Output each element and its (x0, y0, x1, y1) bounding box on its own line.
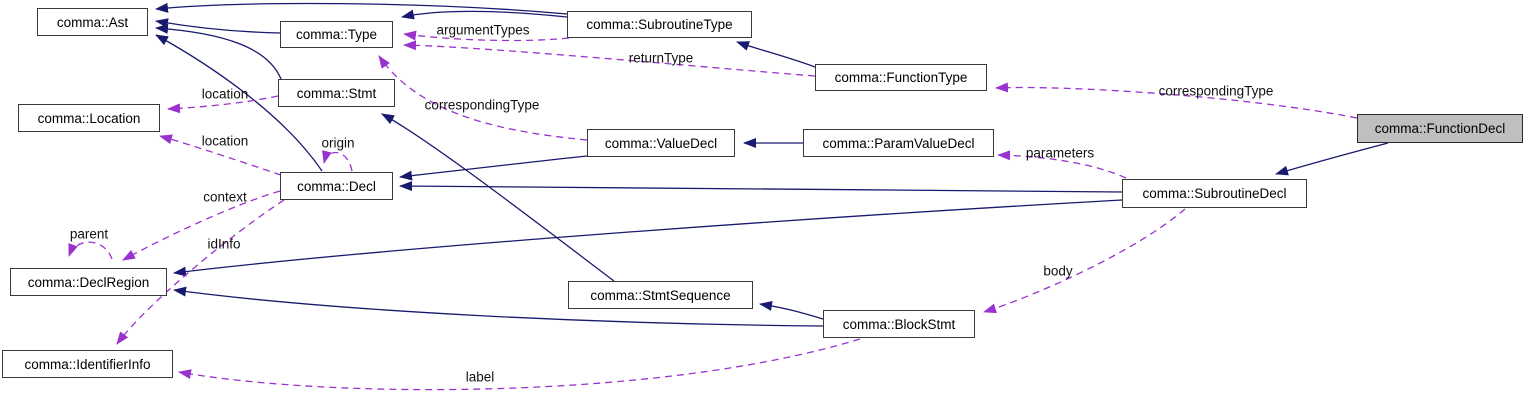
edge-subroutinetype-type (401, 9, 568, 20)
node-comma-ast[interactable]: comma::Ast (37, 8, 148, 36)
node-comma-paramvaluedecl[interactable]: comma::ParamValueDecl (803, 129, 994, 157)
edge-functiontype-subroutinetype (736, 41, 816, 68)
edge-label-correspondingtype-left: correspondingType (424, 97, 540, 113)
node-comma-subroutinetype[interactable]: comma::SubroutineType (567, 11, 752, 38)
edge-subroutinedecl-declregion (173, 199, 1123, 277)
node-comma-subroutinedecl[interactable]: comma::SubroutineDecl (1122, 179, 1307, 208)
edge-decl-context (122, 190, 281, 261)
edge-label-correspondingtype-right: correspondingType (1158, 83, 1274, 99)
edge-label-context: context (203, 189, 247, 205)
node-comma-declregion[interactable]: comma::DeclRegion (10, 268, 167, 296)
edge-label-origin: origin (321, 135, 355, 151)
edge-label-argumenttypes: argumentTypes (436, 22, 530, 38)
node-comma-decl[interactable]: comma::Decl (280, 172, 393, 200)
edge-label-location-decl: location (201, 133, 249, 149)
edge-label-location-stmt: location (201, 86, 249, 102)
node-comma-type[interactable]: comma::Type (280, 21, 393, 48)
edge-subroutinedecl-decl (399, 181, 1123, 193)
edge-subroutinetype-argumenttypes (403, 30, 570, 42)
edge-subroutinetype-ast (155, 2, 568, 15)
edge-functiontype-returntype (403, 40, 816, 77)
edge-valuedecl-decl (399, 155, 588, 181)
node-comma-functiondecl[interactable]: comma::FunctionDecl (1357, 114, 1523, 143)
edge-decl-location (159, 134, 282, 176)
edge-stmt-ast (155, 23, 282, 80)
node-comma-stmtsequence[interactable]: comma::StmtSequence (568, 281, 753, 309)
edge-decl-idinfo (116, 199, 285, 345)
node-comma-valuedecl[interactable]: comma::ValueDecl (587, 129, 735, 157)
edge-blockstmt-label (178, 338, 861, 391)
edge-label-idinfo: idInfo (207, 236, 241, 252)
node-comma-blockstmt[interactable]: comma::BlockStmt (823, 310, 975, 338)
edge-label-parent: parent (69, 226, 109, 242)
edge-stmt-location (167, 95, 279, 114)
edge-type-ast (155, 18, 281, 34)
node-comma-location[interactable]: comma::Location (18, 104, 160, 132)
edge-declregion-parent-loop (68, 241, 113, 260)
edge-blockstmt-stmtsequence (759, 300, 824, 320)
edge-label-body: body (1043, 263, 1073, 279)
edge-functiondecl-correspondingtype (995, 82, 1358, 119)
edge-subroutinedecl-parameters (997, 150, 1127, 179)
edge-decl-ast (155, 34, 323, 172)
edge-blockstmt-declregion (173, 286, 824, 327)
edge-label-returntype: returnType (628, 50, 694, 66)
edge-decl-origin-loop (322, 150, 353, 172)
node-comma-identifierinfo[interactable]: comma::IdentifierInfo (2, 350, 173, 378)
node-comma-functiontype[interactable]: comma::FunctionType (815, 64, 987, 91)
edge-label-label: label (465, 369, 495, 385)
edge-subroutinedecl-body (983, 208, 1186, 314)
edge-valuedecl-correspondingtype (378, 55, 588, 141)
node-comma-stmt[interactable]: comma::Stmt (278, 79, 395, 107)
edge-functiondecl-subroutinedecl (1275, 142, 1389, 176)
edge-stmtsequence-stmt (381, 113, 615, 282)
edge-label-parameters: parameters (1025, 145, 1095, 161)
